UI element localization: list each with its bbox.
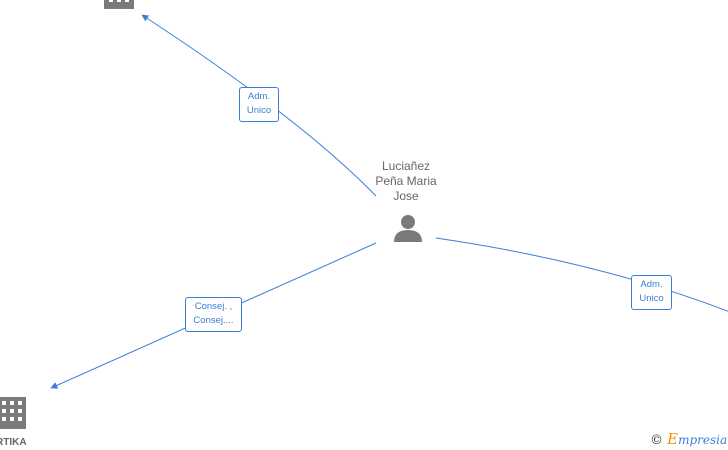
person-name[interactable]: Luciañez Peña Maria Jose <box>356 159 456 204</box>
edge-label-line: Consej.... <box>193 315 234 326</box>
edge-label-line: Unico <box>639 293 664 304</box>
person-name-line: Luciañez <box>381 159 431 173</box>
person-icon[interactable] <box>394 215 422 242</box>
building-icon[interactable] <box>0 397 26 429</box>
brand-first-letter: E <box>667 430 679 448</box>
company-name[interactable]: RTIKA <box>0 437 27 448</box>
edge-label-adm-unico-top[interactable]: Adm. Unico <box>239 87 279 122</box>
edge-label-line: Consej. , <box>194 301 233 312</box>
edge-label-line: Unico <box>246 105 272 116</box>
edge-label-line: Adm. <box>247 91 271 102</box>
person-name-line: Peña Maria <box>375 174 437 188</box>
copyright-symbol: © <box>650 433 663 448</box>
edge-adm-unico-right <box>435 237 728 312</box>
edge-label-line: Adm. <box>640 279 663 290</box>
edge-adm-unico-top <box>141 14 377 197</box>
edge-label-consej[interactable]: Consej. , Consej.... <box>185 297 242 332</box>
edge-label-adm-unico-right[interactable]: Adm. Unico <box>631 275 672 310</box>
empresia-logo: © Empresia <box>650 430 727 448</box>
person-name-line: Jose <box>393 189 419 203</box>
brand-rest: mpresia <box>678 433 728 447</box>
building-icon[interactable] <box>104 0 134 9</box>
